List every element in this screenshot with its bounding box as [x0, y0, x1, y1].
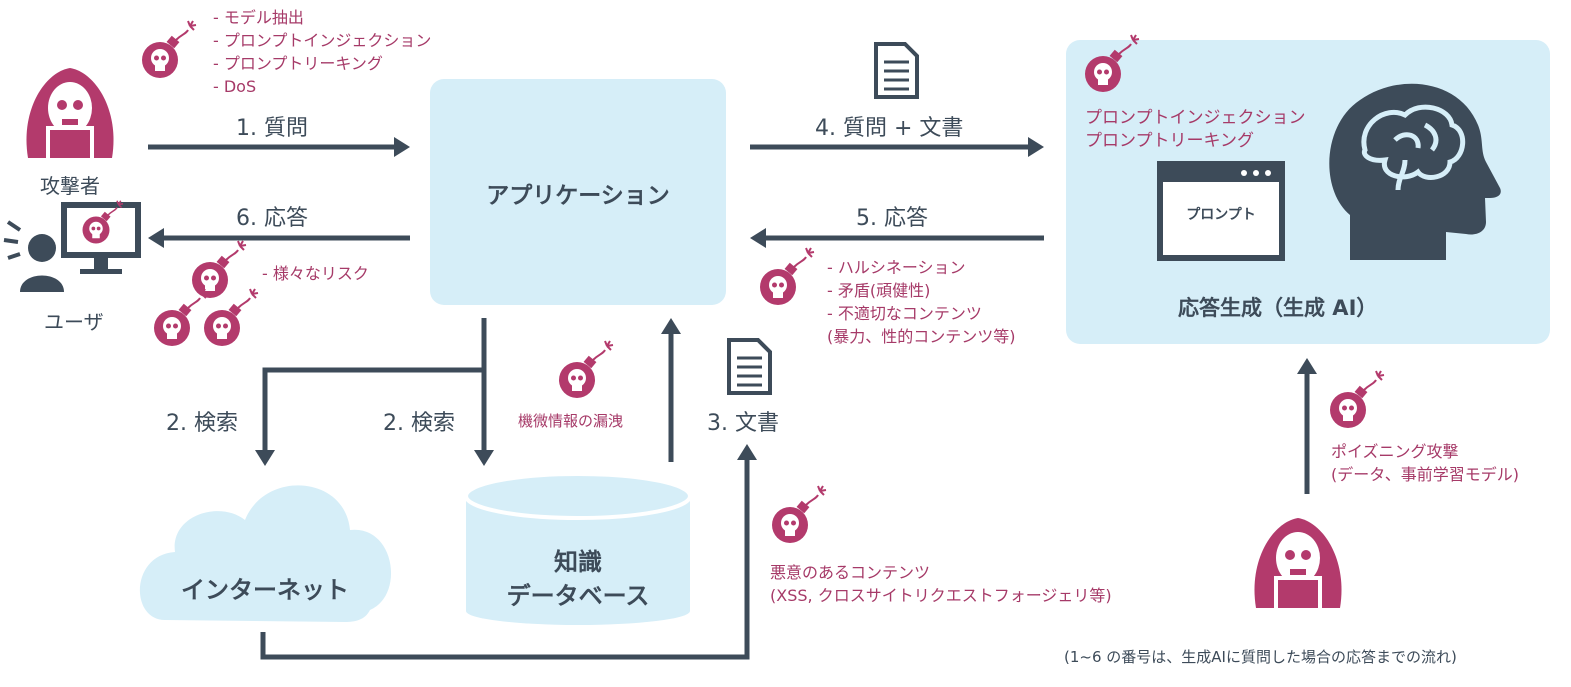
flow-label-6: 6. 応答 [236, 206, 308, 231]
output-risk-list: - ハルシネーション - 矛盾(頑健性) - 不適切なコンテンツ (暴力、性的コ… [827, 256, 1016, 348]
risk-item: (データ、事前学習モデル) [1331, 465, 1520, 484]
risk-item: - 不適切なコンテンツ [827, 304, 982, 323]
risk-item: - プロンプトインジェクション [213, 31, 432, 50]
risk-item: (XSS, クロスサイトリクエストフォージェリ等) [770, 586, 1112, 605]
document-icon [874, 42, 919, 99]
attacker-label: 攻撃者 [40, 174, 100, 198]
prompt-window-icon [1157, 161, 1285, 261]
risk-item: (暴力、性的コンテンツ等) [827, 327, 1016, 346]
attacker-risk-list: - モデル抽出 - プロンプトインジェクション - プロンプトリーキング - D… [213, 6, 431, 98]
llm-label: 応答生成（生成 AI） [1178, 296, 1378, 320]
leak-risk: 機微情報の漏洩 [518, 412, 624, 430]
user-computer-icon [3, 202, 141, 292]
user-risk: - 様々なリスク [262, 264, 369, 283]
knowledge-base-line1: 知識 [554, 548, 602, 576]
user-label: ユーザ [44, 310, 104, 334]
skull-bomb-icon [1329, 370, 1385, 429]
malicious-content-risk: 悪意のあるコンテンツ (XSS, クロスサイトリクエストフォージェリ等) [770, 561, 1112, 607]
skull-bomb-icon [558, 340, 614, 399]
prompt-label: プロンプト [1186, 207, 1256, 223]
risk-item: プロンプトインジェクション [1085, 108, 1306, 128]
skull-bomb-icon [153, 288, 209, 347]
risk-item: - プロンプトリーキング [213, 54, 383, 73]
skull-bomb-icon [771, 485, 827, 544]
llm-risk-list: プロンプトインジェクション プロンプトリーキング [1085, 107, 1306, 153]
flow-label-1: 1. 質問 [236, 116, 308, 141]
brain-head-icon [1329, 83, 1501, 260]
poisoning-risk: ポイズニング攻撃 (データ、事前学習モデル) [1331, 440, 1519, 486]
skull-bomb-icon [759, 247, 815, 306]
cloud-icon [139, 485, 392, 622]
hooded-attacker-icon [1254, 518, 1342, 610]
risk-item: ポイズニング攻撃 [1331, 442, 1459, 461]
footnote: (1~6 の番号は、生成AIに質問した場合の応答までの流れ) [1064, 648, 1457, 666]
risk-item: - ハルシネーション [827, 258, 966, 277]
risk-item: - モデル抽出 [213, 8, 304, 27]
flow-label-4: 4. 質問 + 文書 [815, 116, 964, 141]
knowledge-base-line2: データベース [506, 582, 650, 610]
database-icon [464, 472, 692, 625]
skull-bomb-icon [141, 20, 197, 79]
application-box [430, 79, 726, 305]
flow-label-3: 3. 文書 [707, 411, 779, 436]
flow-label-5: 5. 応答 [856, 206, 928, 231]
knowledge-base-label: 知識 データベース [466, 545, 690, 613]
risk-item: プロンプトリーキング [1085, 131, 1254, 151]
flow-label-2-internet: 2. 検索 [166, 411, 238, 436]
skull-bomb-icon [1084, 34, 1140, 93]
document-icon [727, 338, 772, 395]
hooded-attacker-icon [26, 68, 114, 160]
risk-item: 悪意のあるコンテンツ [770, 563, 931, 582]
risk-item: - DoS [213, 77, 257, 96]
application-label: アプリケーション [486, 183, 670, 209]
risk-item: - 矛盾(頑健性) [827, 281, 931, 300]
internet-label: インターネット [181, 576, 349, 604]
flow-label-2-kb: 2. 検索 [383, 411, 455, 436]
